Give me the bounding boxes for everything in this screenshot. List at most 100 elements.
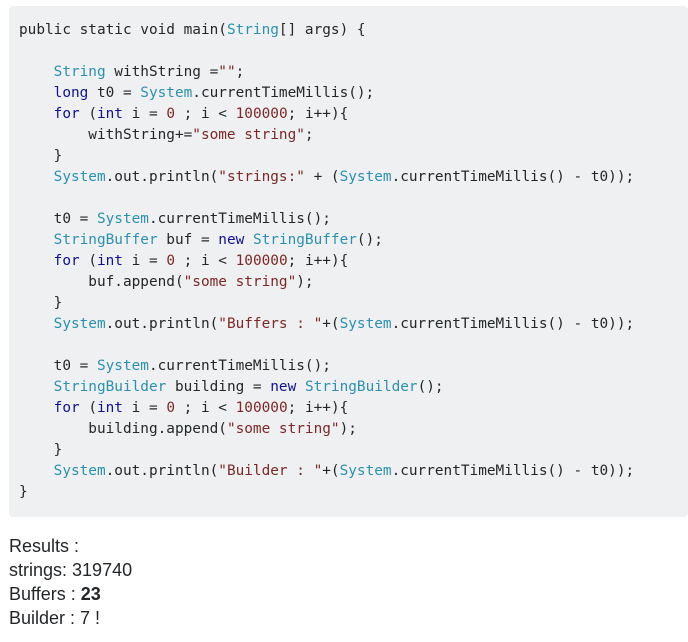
code-token: StringBuilder (53, 379, 167, 395)
code-token: "some string" (192, 127, 305, 143)
code-line: for (int i = 0 ; i < 100000; i++){ (19, 104, 688, 125)
code-token: .out.println( (105, 463, 219, 479)
code-token (19, 106, 54, 122)
code-line: t0 = System.currentTimeMillis(); (19, 209, 688, 230)
code-token: } (19, 442, 63, 458)
code-line: } (19, 293, 688, 314)
strings-value: 319740 (72, 560, 133, 580)
code-token: String (53, 64, 106, 80)
code-line: long t0 = System.currentTimeMillis(); (19, 83, 688, 104)
code-token: "some string" (183, 274, 297, 290)
code-token (19, 316, 54, 332)
code-token: long (53, 85, 89, 101)
code-token: "strings:" (218, 169, 305, 185)
code-token (19, 232, 54, 248)
code-token: System (339, 316, 392, 332)
code-lines: public static void main(String[] args) {… (19, 20, 688, 503)
code-token: building = (166, 379, 271, 395)
code-token: } (19, 484, 28, 500)
code-token (296, 379, 305, 395)
code-line (19, 41, 688, 62)
code-token (19, 400, 54, 416)
builder-label: Builder : (9, 608, 81, 628)
builder-value: 7 ! (80, 608, 101, 628)
code-token: i = (122, 400, 167, 416)
code-token: "Buffers : " (218, 316, 323, 332)
code-token: .out.println( (105, 169, 219, 185)
results-section: Results : strings: 319740 Buffers : 23 B… (9, 534, 132, 630)
code-token: ; i++){ (287, 253, 349, 269)
code-line: t0 = System.currentTimeMillis(); (19, 356, 688, 377)
code-token (244, 232, 253, 248)
code-token: 0 (166, 400, 175, 416)
code-token (19, 64, 54, 80)
code-token: ); (339, 421, 357, 437)
code-token: ( (79, 106, 97, 122)
code-token: .currentTimeMillis() - t0)); (391, 169, 635, 185)
code-line: System.out.println("strings:" + (System.… (19, 167, 688, 188)
code-token: "some string" (226, 421, 340, 437)
code-token: new (270, 379, 297, 395)
code-token: ; i++){ (287, 106, 349, 122)
code-line: String withString =""; (19, 62, 688, 83)
code-token: System (53, 463, 106, 479)
code-token: buf.append( (19, 274, 184, 290)
code-token: System (53, 316, 106, 332)
results-builder: Builder : 7 ! (9, 606, 132, 630)
code-token: for (53, 253, 80, 269)
code-token: new (218, 232, 245, 248)
code-token: (); (417, 379, 444, 395)
code-token: +( (322, 316, 340, 332)
code-token: ; i++){ (287, 400, 349, 416)
results-buffers: Buffers : 23 (9, 582, 132, 606)
code-line: } (19, 440, 688, 461)
buffers-label: Buffers : (9, 584, 81, 604)
code-token: System (96, 358, 149, 374)
code-token: .currentTimeMillis() - t0)); (391, 463, 635, 479)
code-token: .currentTimeMillis() - t0)); (391, 316, 635, 332)
code-token: String (226, 22, 279, 38)
code-line: StringBuffer buf = new StringBuffer(); (19, 230, 688, 251)
code-line: withString+="some string"; (19, 125, 688, 146)
code-token: 100000 (235, 253, 288, 269)
code-token: + ( (304, 169, 340, 185)
code-token (19, 169, 54, 185)
code-line: buf.append("some string"); (19, 272, 688, 293)
code-token: StringBuffer (252, 232, 357, 248)
results-heading: Results : (9, 536, 80, 556)
buffers-value: 23 (80, 584, 101, 604)
code-token: buf = (157, 232, 219, 248)
code-token: System (140, 85, 193, 101)
code-token: t0 = (19, 211, 97, 227)
code-token: withString+= (19, 127, 193, 143)
code-line: StringBuilder building = new StringBuild… (19, 377, 688, 398)
code-token: int (96, 253, 123, 269)
code-token: [] args) { (278, 22, 366, 38)
code-token: building.append( (19, 421, 227, 437)
code-token: "Builder : " (218, 463, 323, 479)
code-line: for (int i = 0 ; i < 100000; i++){ (19, 251, 688, 272)
code-token: withString = (105, 64, 219, 80)
code-token: "" (218, 64, 236, 80)
code-token: StringBuilder (304, 379, 418, 395)
code-token: .out.println( (105, 316, 219, 332)
code-line: public static void main(String[] args) { (19, 20, 688, 41)
code-token: System (339, 169, 392, 185)
code-token: ; i < (174, 400, 236, 416)
code-token: int (96, 106, 123, 122)
code-token: 100000 (235, 106, 288, 122)
code-token: System (53, 169, 106, 185)
code-token: for (53, 106, 80, 122)
code-token: (); (356, 232, 383, 248)
strings-label: strings: (9, 560, 73, 580)
code-token: int (96, 400, 123, 416)
code-token: StringBuffer (53, 232, 158, 248)
code-line: System.out.println("Builder : "+(System.… (19, 461, 688, 482)
code-token (19, 85, 54, 101)
code-line: } (19, 482, 688, 503)
code-token: System (339, 463, 392, 479)
code-token: .currentTimeMillis(); (148, 358, 331, 374)
code-block: public static void main(String[] args) {… (9, 6, 688, 517)
code-line: building.append("some string"); (19, 419, 688, 440)
code-token: t0 = (19, 358, 97, 374)
